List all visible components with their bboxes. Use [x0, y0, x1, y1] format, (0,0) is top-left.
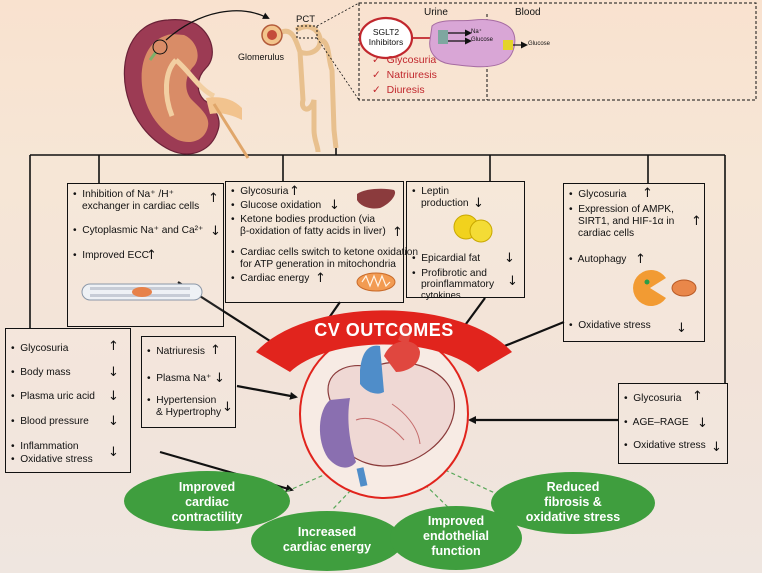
bullet-glucose-oxidation: • Glucose oxidation — [231, 200, 322, 211]
bullet-glycosuria: • Glycosuria — [569, 189, 627, 200]
bullet-body-mass: • Body mass — [11, 367, 71, 378]
bullet-oxidative-stress: • Oxidative stress — [569, 320, 651, 331]
arrow-up-icon: ↑ — [210, 343, 221, 358]
arrow-up-icon: ↑ — [691, 214, 702, 229]
bullet-epicardial-fat: • Epicardial fat — [412, 253, 481, 264]
bullet-nhe-inhibition: • Inhibition of Na⁺ /H⁺ — [73, 189, 174, 200]
bullet-ketone-oxidation-switch: • Cardiac cells switch to ketone oxidati… — [231, 247, 419, 258]
bullet-glycosuria: • Glycosuria — [624, 393, 682, 404]
fat-cell-icon — [453, 214, 493, 243]
bullet-leptin: • Leptin — [412, 186, 449, 197]
box-energy-metabolism: • Glycosuria ↑ • Glucose oxidation ↓ • K… — [225, 181, 418, 303]
arrow-up-icon: ↑ — [392, 225, 403, 240]
na-label: Na⁺ — [471, 29, 482, 35]
arrow-down-icon: ↓ — [108, 389, 119, 404]
box-adipose-effects: • Leptin production ↓ • Epicardial fat ↓… — [406, 181, 525, 301]
bullet-autophagy: • Autophagy — [569, 254, 627, 265]
arrow-down-icon: ↓ — [210, 224, 221, 239]
arrow-up-icon: ↑ — [692, 389, 703, 404]
arrow-down-icon: ↓ — [473, 196, 484, 211]
bullet-cardiac-energy: • Cardiac energy — [231, 273, 310, 284]
bullet-age-rage: • AGE–RAGE — [624, 417, 689, 428]
bullet-glycosuria: • Glycosuria — [11, 343, 69, 354]
bullet-natriuresis: • Natriuresis — [147, 346, 205, 357]
box-age-rage-effects: • Glycosuria ↑ • AGE–RAGE ↓ • Oxidative … — [618, 383, 728, 464]
box-natriuresis-effects: • Natriuresis ↑ • Plasma Na⁺ ↓ • Hyperte… — [141, 336, 236, 428]
box-autophagy-effects: • Glycosuria ↑ • Expression of AMPK, SIR… — [563, 183, 705, 342]
heart-icon — [319, 326, 456, 487]
arrow-up-icon: ↑ — [642, 186, 653, 201]
bullet-ampk-expression: • Expression of AMPK, — [569, 204, 674, 215]
bullet-cytoplasmic-na-ca: • Cytoplasmic Na⁺ and Ca²⁺ — [73, 225, 204, 236]
bullet-oxidative-stress: • Oxidative stress — [624, 440, 706, 451]
arrow-up-icon: ↑ — [108, 339, 119, 354]
bullet-ketone-production: • Ketone bodies production (via — [231, 214, 376, 225]
arrow-down-icon: ↓ — [108, 414, 119, 429]
liver-icon — [357, 188, 396, 209]
glucose-in-label: Glucose — [471, 37, 494, 43]
bullet-plasma-na: • Plasma Na⁺ — [147, 373, 212, 384]
arrow-down-icon: ↓ — [222, 400, 233, 415]
arrow-down-icon: ↓ — [711, 440, 722, 455]
mitochondrion-icon — [356, 272, 396, 292]
arrow-down-icon: ↓ — [507, 274, 518, 289]
bullet-glycosuria: • Glycosuria — [231, 186, 289, 197]
cardiac-myofibril-icon — [81, 283, 203, 301]
arrow-down-icon: ↓ — [108, 445, 119, 460]
arrow-down-icon: ↓ — [329, 198, 340, 213]
arrow-up-icon: ↑ — [635, 252, 646, 267]
glomerulus-label: Glomerulus — [238, 52, 285, 62]
effect-diuresis: ✓ Diuresis — [372, 84, 425, 96]
cv-outcomes-title: CV OUTCOMES — [314, 320, 454, 340]
arrow-up-icon: ↑ — [315, 271, 326, 286]
bullet-profibrotic: • Profibrotic and — [412, 268, 487, 279]
arrow-up-icon: ↑ — [146, 248, 157, 263]
urine-label: Urine — [424, 7, 448, 18]
box-systemic-effects: • Glycosuria ↑ • Body mass ↓ • Plasma ur… — [5, 328, 131, 473]
blood-label: Blood — [515, 7, 541, 18]
bullet-uric-acid: • Plasma uric acid — [11, 391, 95, 402]
bullet-improved-ecc: • Improved ECC — [73, 250, 150, 261]
arrow-down-icon: ↓ — [108, 365, 119, 380]
arrow-up-icon: ↑ — [208, 191, 219, 206]
arrow-down-icon: ↓ — [504, 251, 515, 266]
bullet-hypertension: • Hypertension — [147, 395, 217, 406]
glucose-out-label: Glucose — [528, 41, 551, 47]
box-ion-exchange: • Inhibition of Na⁺ /H⁺ exchanger in car… — [67, 183, 224, 327]
arrow-up-icon: ↑ — [289, 184, 300, 199]
effect-natriuresis: ✓ Natriuresis — [372, 69, 437, 81]
pct-label: PCT — [296, 14, 315, 25]
autophagy-pacman-icon — [633, 270, 697, 306]
arrow-down-icon: ↓ — [697, 416, 708, 431]
effect-glycosuria: ✓ Glycosuria — [372, 54, 437, 66]
arrow-down-icon: ↓ — [676, 321, 687, 336]
arrow-down-icon: ↓ — [214, 371, 225, 386]
sglt2-effects-list: ✓ Glycosuria ✓ Natriuresis ✓ Diuresis — [372, 53, 437, 98]
bullet-inflammation: • Inflammation — [11, 441, 79, 452]
bullet-blood-pressure: • Blood pressure — [11, 416, 89, 427]
bullet-oxidative-stress: • Oxidative stress — [11, 454, 93, 465]
